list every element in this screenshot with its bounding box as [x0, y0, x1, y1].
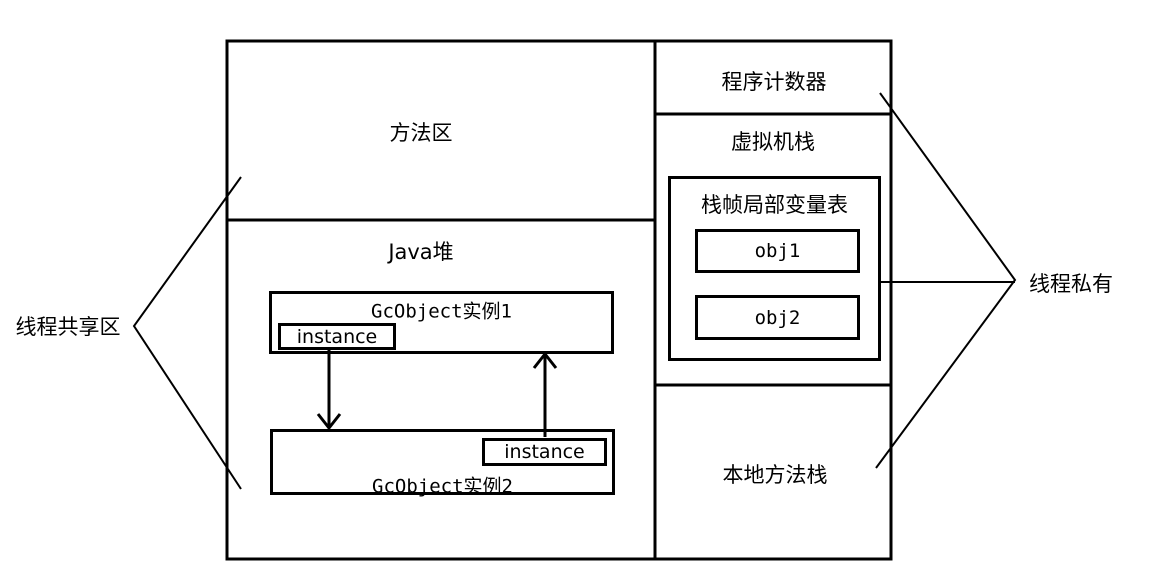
local-var-obj1: obj1	[695, 229, 860, 273]
local-var-obj2: obj2	[695, 295, 860, 340]
heap-object-2-field: instance	[482, 438, 607, 466]
shared-bracket	[132, 176, 242, 490]
reference-arrowhead-down	[316, 413, 342, 431]
outer-frame	[225, 39, 893, 561]
vm-stack-label: 虚拟机栈	[731, 130, 815, 154]
heap-object-1-field: instance	[278, 323, 396, 350]
native-stack-label: 本地方法栈	[722, 463, 828, 487]
heap-object-1-title: GcObject实例1	[371, 300, 512, 323]
stack-frame-label: 栈帧局部变量表	[701, 193, 848, 217]
heap-object-2-title: GcObject实例2	[372, 475, 513, 498]
method-area-label: 方法区	[389, 121, 453, 145]
reference-arrowhead-up	[532, 351, 558, 369]
private-bracket	[875, 92, 1017, 469]
stack-frame: 栈帧局部变量表	[668, 176, 881, 361]
heap-label: Java堆	[388, 240, 454, 264]
program-counter-label: 程序计数器	[721, 70, 827, 94]
heap-object-1: GcObject实例1	[269, 291, 614, 354]
heap-object-2: GcObject实例2	[270, 429, 615, 498]
private-region-label: 线程私有	[1029, 272, 1113, 296]
shared-region-label: 线程共享区	[15, 315, 121, 339]
